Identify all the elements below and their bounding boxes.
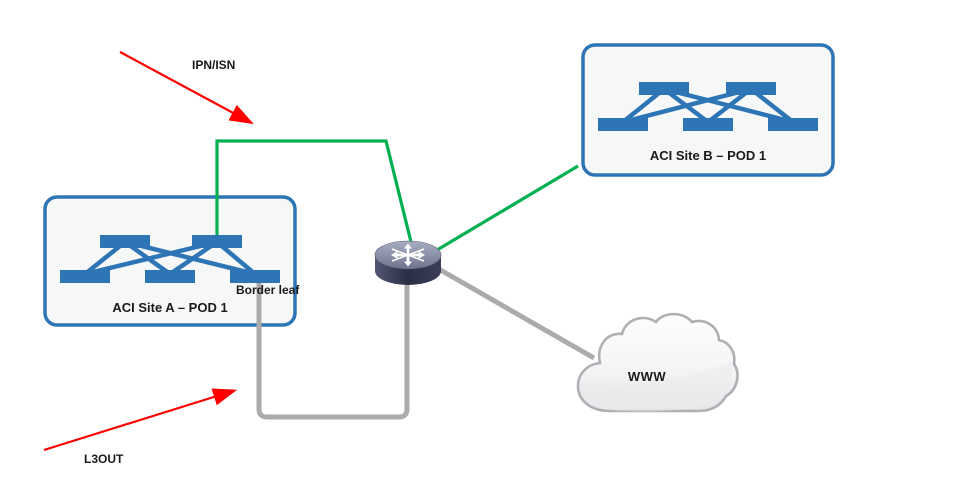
site-a-label: ACI Site A – POD 1 <box>112 300 228 315</box>
site-b-topology-icon <box>598 82 818 131</box>
green-link-site-a-to-router <box>215 139 414 247</box>
www-cloud-icon <box>576 312 739 413</box>
leaf-node <box>598 118 648 131</box>
site-a-box <box>43 195 297 327</box>
spine-node <box>726 82 776 95</box>
leaf-node <box>683 118 733 131</box>
gray-link-l3out-path <box>256 280 410 420</box>
leaf-node <box>768 118 818 131</box>
site-b-box <box>581 43 835 177</box>
ipn-annotation-arrow <box>119 51 254 125</box>
gray-link-router-to-www <box>428 261 596 361</box>
spine-node <box>100 235 150 248</box>
l3out-label: L3OUT <box>84 452 124 466</box>
www-label: WWW <box>627 369 667 384</box>
site-a-topology-icon <box>60 235 280 283</box>
border-leaf-node <box>230 270 280 283</box>
leaf-node <box>145 270 195 283</box>
spine-node <box>192 235 242 248</box>
leaf-node <box>60 270 110 283</box>
l3out-annotation-arrow <box>43 388 238 452</box>
ipn-isn-label: IPN/ISN <box>192 58 236 72</box>
border-leaf-label: Border leaf <box>236 283 300 297</box>
spine-node <box>639 82 689 95</box>
router-icon <box>374 240 442 285</box>
site-b-label: ACI Site B – POD 1 <box>649 148 767 163</box>
green-link-router-to-site-b <box>436 164 579 252</box>
